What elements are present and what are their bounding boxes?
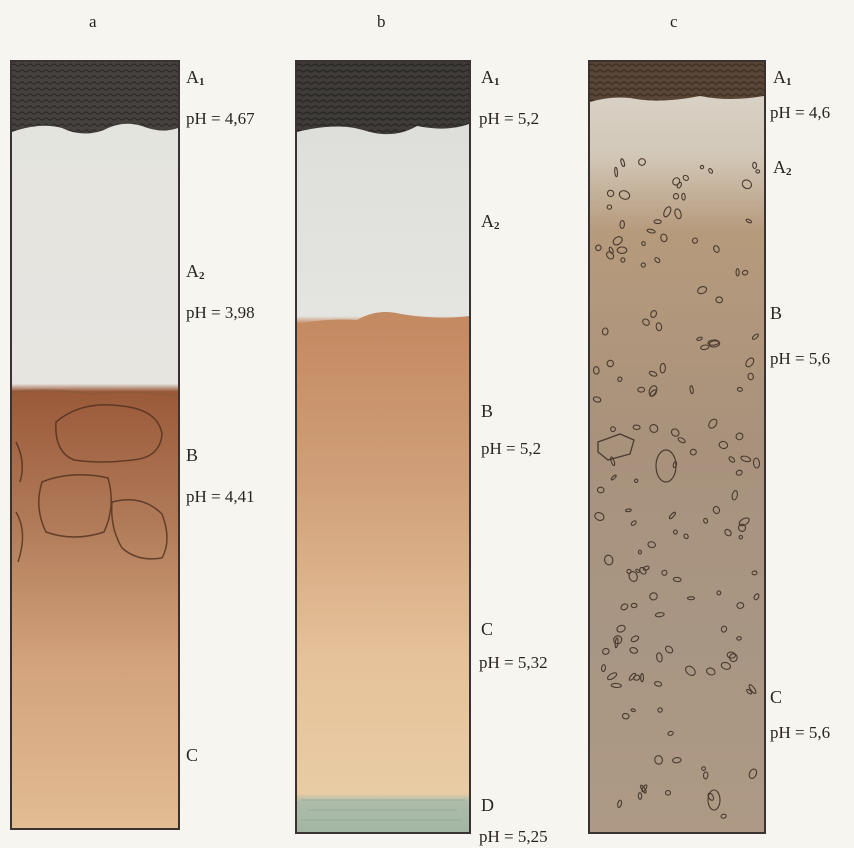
horizon-label-a-B: B xyxy=(186,446,198,466)
panel-letter-c: c xyxy=(670,12,678,32)
horizon-label-b-A2: A2 xyxy=(481,212,500,232)
ph-value-c-A1: pH = 4,6 xyxy=(770,104,830,121)
ph-value-a-A1: pH = 4,67 xyxy=(186,110,255,127)
horizon-label-c-A1: A1 xyxy=(773,68,792,88)
horizon-label-b-B: B xyxy=(481,402,493,422)
horizon-label-b-A1: A1 xyxy=(481,68,500,88)
horizon-label-c-B: B xyxy=(770,304,782,324)
soil-profile-a-illustration xyxy=(12,62,178,828)
ph-value-b-A1: pH = 5,2 xyxy=(479,110,539,127)
ph-value-b-C: pH = 5,32 xyxy=(479,654,548,671)
panel-letter-a: a xyxy=(89,12,97,32)
soil-profile-b-illustration xyxy=(297,62,469,832)
ph-value-b-B: pH = 5,2 xyxy=(481,440,541,457)
soil-profile-a xyxy=(10,60,180,830)
panel-letter-b: b xyxy=(377,12,386,32)
horizon-label-a-C: C xyxy=(186,746,198,766)
horizon-label-b-D: D xyxy=(481,796,494,816)
ph-value-b-D: pH = 5,25 xyxy=(479,828,548,845)
horizon-label-a-A2: A2 xyxy=(186,262,205,282)
horizon-label-c-A2: A2 xyxy=(773,158,792,178)
horizon-label-c-C: C xyxy=(770,688,782,708)
horizon-label-b-C: C xyxy=(481,620,493,640)
soil-profile-b xyxy=(295,60,471,834)
soil-profile-c xyxy=(588,60,766,834)
ph-value-c-C: pH = 5,6 xyxy=(770,724,830,741)
ph-value-a-B: pH = 4,41 xyxy=(186,488,255,505)
ph-value-a-A2: pH = 3,98 xyxy=(186,304,255,321)
horizon-label-a-A1: A1 xyxy=(186,68,205,88)
ph-value-c-B: pH = 5,6 xyxy=(770,350,830,367)
soil-profile-c-illustration xyxy=(590,62,764,832)
